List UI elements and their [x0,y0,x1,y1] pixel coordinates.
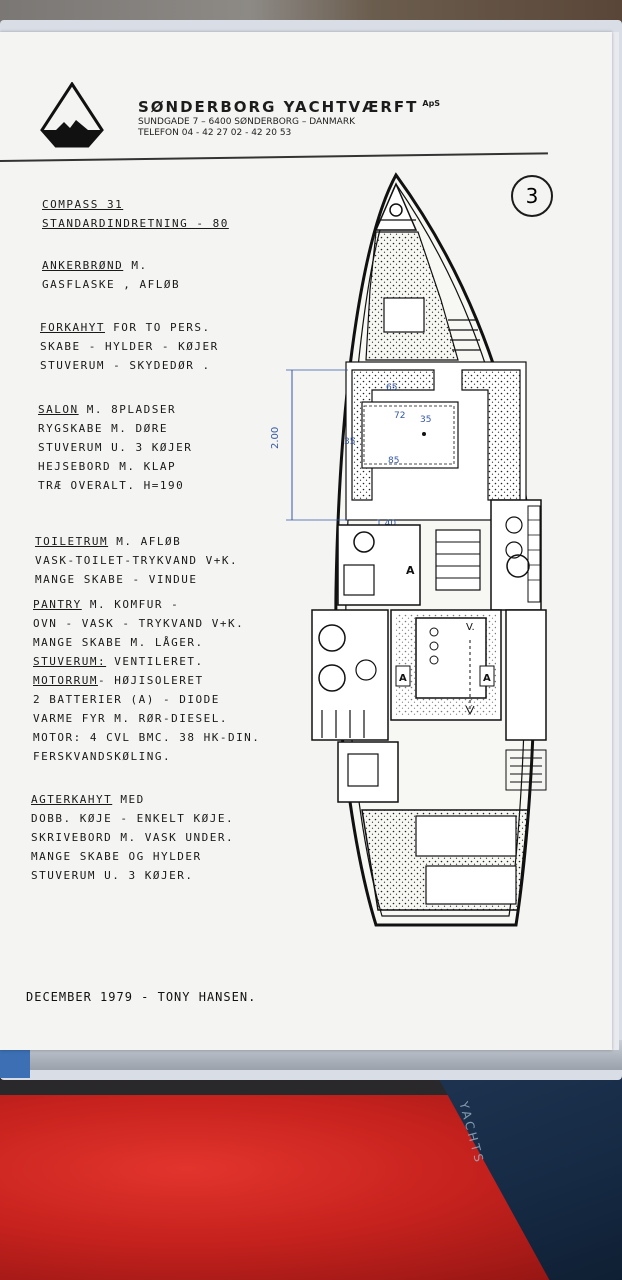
section-line: TRÆ OVERALT. H=190 [38,479,185,492]
section-pantry: PANTRY M. KOMFUR - OVN - VASK - TRYKVAND… [33,595,260,766]
section-line: FERSKVANDSKØLING. [33,750,172,763]
dimension-label: 35 [420,415,431,425]
section-line: STUVERUM U. 3 KØJER [38,441,193,454]
dimension-label: 72 [394,411,405,421]
section-line: VENTILERET. [106,655,204,668]
section-toiletrum: TOILETRUM M. AFLØB VASK-TOILET-TRYKVAND … [35,532,238,589]
section-heading: TOILETRUM [35,535,109,548]
section-agterkahyt: AGTERKAHYT MED DOBB. KØJE - ENKELT KØJE.… [31,790,234,885]
width-dimension: 1.40 [376,519,396,529]
section-line: HEJSEBORD M. KLAP [38,460,177,473]
quarter-berth [505,609,547,741]
battery-label: A [483,673,491,684]
company-address-block: SUNDGADE 7 – 6400 SØNDERBORG – DANMARK T… [138,117,355,139]
section-heading: STUVERUM: [33,655,107,668]
section-line: 2 BATTERIER (A) - DIODE [33,693,220,706]
dimension-label: 85 [388,456,399,466]
section-line: STUVERUM - SKYDEDØR . [40,359,211,372]
section-heading: ANKERBRØND [42,259,124,272]
section-heading: MOTORRUM [33,674,98,687]
aft-storage [337,741,399,803]
doc-title: COMPASS 31 [42,198,124,211]
dimension-label: 35 [344,437,355,447]
section-line: M. 8PLADSER [78,403,177,416]
section-line: STUVERUM U. 3 KØJER. [31,869,194,882]
section-line: - HØJISOLERET [97,674,204,687]
section-line: GASFLASKE , AFLØB [42,278,181,291]
section-line: MANGE SKABE - VINDUE [35,573,198,586]
boat-floor-plan: 65 72 35 35 85 2.00 1.40 A A A V. [270,172,547,927]
companionway [435,529,481,591]
section-heading: FORKAHYT [40,321,105,334]
dimension-label: 65 [386,383,397,393]
section-line: MANGE SKABE OG HYLDER [31,850,202,863]
section-ankerbrond: ANKERBRØND M. GASFLASKE , AFLØB [42,256,180,294]
section-heading: PANTRY [33,598,82,611]
section-line: RYGSKABE M. DØRE [38,422,168,435]
doc-title-block: COMPASS 31 STANDARDINDRETNING - 80 [42,195,229,233]
section-line: SKABE - HYLDER - KØJER [40,340,219,353]
company-logo-icon [40,82,104,148]
battery-label: A [406,564,415,577]
section-line: VASK-TOILET-TRYKVAND V+K. [35,554,239,567]
section-line: FOR TO PERS. [104,321,211,334]
salon-table [361,401,459,469]
section-line: VARME FYR M. RØR-DIESEL. [33,712,228,725]
doc-subtitle: STANDARDINDRETNING - 80 [42,217,229,230]
valve-label: V. [466,622,475,633]
section-line: MED [112,793,145,806]
binder-tab [0,1050,30,1078]
section-forkahyt: FORKAHYT FOR TO PERS. SKABE - HYLDER - K… [40,318,219,375]
section-salon: SALON M. 8PLADSER RYGSKABE M. DØRE STUVE… [38,400,192,495]
section-line: MOTOR: 4 CVL BMC. 38 HK-DIN. [33,731,261,744]
signature: DECEMBER 1979 - TONY HANSEN. [26,990,257,1004]
section-heading: SALON [38,403,79,416]
section-line: M. [123,259,148,272]
section-line: M. AFLØB [108,535,182,548]
section-line: M. KOMFUR - [81,598,180,611]
section-line: MANGE SKABE M. LÅGER. [33,636,204,649]
section-line: SKRIVEBORD M. VASK UNDER. [31,831,235,844]
page-number: 3 [511,175,553,217]
company-name-text: SØNDERBORG YACHTVÆRFT [138,98,419,116]
section-heading: AGTERKAHYT [31,793,113,806]
anchor-well [374,182,418,231]
section-line: DOBB. KØJE - ENKELT KØJE. [31,812,235,825]
section-line: OVN - VASK - TRYKVAND V+K. [33,617,245,630]
company-phone: TELEFON 04 - 42 27 02 - 42 20 53 [138,128,292,138]
height-dimension: 2.00 [270,427,281,449]
company-address: SUNDGADE 7 – 6400 SØNDERBORG – DANMARK [138,117,355,127]
company-suffix: ApS [422,99,441,108]
battery-label: A [399,673,407,684]
